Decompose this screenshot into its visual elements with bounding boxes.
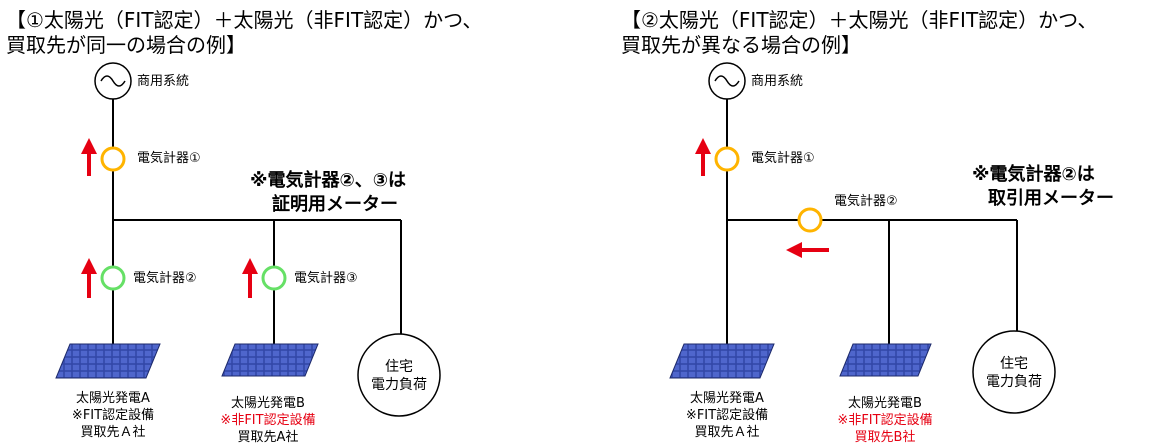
right-meter2-label: 電気計器② (834, 194, 898, 209)
left-pvA-caption: 太陽光発電A ※FIT認定設備 買取先Ａ社 (58, 390, 168, 441)
right-pvB-name: 太陽光発電B (848, 396, 922, 411)
right-load-caption: 住宅 電力負荷 (979, 355, 1049, 391)
right-load-line2: 電力負荷 (986, 374, 1042, 390)
left-title-line1: 【①太陽光（FIT認定）＋太陽光（非FIT認定）かつ、 (6, 8, 483, 32)
left-load-line1: 住宅 (385, 359, 413, 375)
left-pvA-cert: ※FIT認定設備 (71, 408, 155, 423)
left-load-line2: 電力負荷 (371, 377, 427, 393)
left-load-circle (357, 333, 441, 417)
right-pvA-name: 太陽光発電A (690, 391, 764, 406)
left-meter1-symbol (100, 146, 126, 172)
left-pvB-caption: 太陽光発電B ※非FIT認定設備 買取先A社 (210, 395, 326, 446)
left-title-line2: 買取先が同一の場合の例】 (6, 33, 246, 57)
right-pvB-caption: 太陽光発電B ※非FIT認定設備 買取先B社 (827, 395, 943, 446)
right-note-line1: ※電気計器②は (972, 164, 1095, 185)
left-note-line2: 証明用メーター (272, 194, 398, 215)
left-meter3-symbol (261, 265, 287, 291)
right-pvA-panel-icon (669, 343, 775, 379)
right-title-line1: 【②太陽光（FIT認定）＋太陽光（非FIT認定）かつ、 (621, 8, 1098, 32)
right-pvA-buyer: 買取先Ａ社 (694, 425, 760, 440)
right-title-line2: 買取先が異なる場合の例】 (621, 33, 861, 57)
left-meter3-label: 電気計器③ (294, 271, 358, 286)
left-pvB-name: 太陽光発電B (231, 396, 305, 411)
left-meter2-label: 電気計器② (133, 271, 197, 286)
right-load-line1: 住宅 (1000, 356, 1028, 372)
left-grid-label: 商用系統 (137, 74, 190, 89)
left-pvA-buyer: 買取先Ａ社 (80, 425, 146, 440)
left-pvB-cert: ※非FIT認定設備 (220, 413, 316, 428)
left-grid-sine-icon (100, 75, 126, 87)
right-pvB-buyer: 買取先B社 (854, 430, 916, 445)
right-pvA-cert: ※FIT認定設備 (685, 408, 769, 423)
left-pvB-buyer: 買取先A社 (237, 430, 299, 445)
left-note-line1: ※電気計器②、③は (250, 170, 406, 191)
right-meter1-symbol (714, 146, 740, 172)
right-meter2-symbol (797, 207, 823, 233)
right-diagram (669, 62, 1056, 414)
right-grid-sine-icon (714, 75, 740, 87)
right-load-circle (972, 330, 1056, 414)
right-pvB-cert: ※非FIT認定設備 (837, 413, 933, 428)
right-pvB-panel-icon (839, 343, 932, 377)
right-meter1-label: 電気計器① (751, 151, 815, 166)
left-load-caption: 住宅 電力負荷 (364, 358, 434, 394)
left-pvA-name: 太陽光発電A (76, 391, 150, 406)
left-meter1-label: 電気計器① (137, 151, 201, 166)
left-pvB-panel-icon (221, 343, 319, 377)
left-pvA-panel-icon (55, 343, 161, 379)
left-diagram (55, 62, 441, 417)
right-pvA-caption: 太陽光発電A ※FIT認定設備 買取先Ａ社 (672, 390, 782, 441)
right-grid-label: 商用系統 (751, 74, 804, 89)
left-meter2-symbol (100, 265, 126, 291)
right-note-line2: 取引用メーター (988, 188, 1114, 209)
